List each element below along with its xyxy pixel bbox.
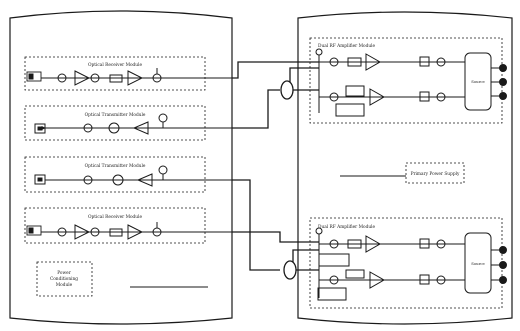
label-primary-power: Primary Power Supply (411, 172, 460, 177)
label-receiver-top: Optical Receiver Module (88, 63, 142, 68)
receiver-module-top (24, 56, 232, 91)
label-source-bottom: Source (471, 261, 485, 266)
label-power-line3: Module (56, 283, 73, 288)
interconnect-cables (232, 61, 319, 280)
label-transmitter-top: Optical Transmitter Module (85, 113, 146, 118)
transmitter-module-top (24, 105, 232, 141)
label-rf-amp-top: Dual RF Amplifier Module (318, 44, 375, 49)
label-rf-amp-bottom: Dual RF Amplifier Module (318, 225, 375, 230)
label-power-line1: Power (57, 271, 72, 276)
rf-amplifier-module-top (309, 37, 503, 124)
label-receiver-bottom: Optical Receiver Module (88, 215, 142, 220)
transmitter-module-bottom (24, 156, 232, 193)
primary-power-supply (405, 162, 465, 184)
label-source-top: Source (471, 79, 485, 84)
left-enclosure (9, 10, 233, 325)
label-transmitter-bottom: Optical Transmitter Module (85, 164, 146, 169)
power-conditioning-module (36, 261, 93, 297)
right-enclosure (297, 11, 513, 325)
rf-amplifier-module-bottom (309, 217, 503, 309)
receiver-module-bottom (24, 207, 232, 244)
label-power-line2: Conditioning (50, 277, 78, 282)
